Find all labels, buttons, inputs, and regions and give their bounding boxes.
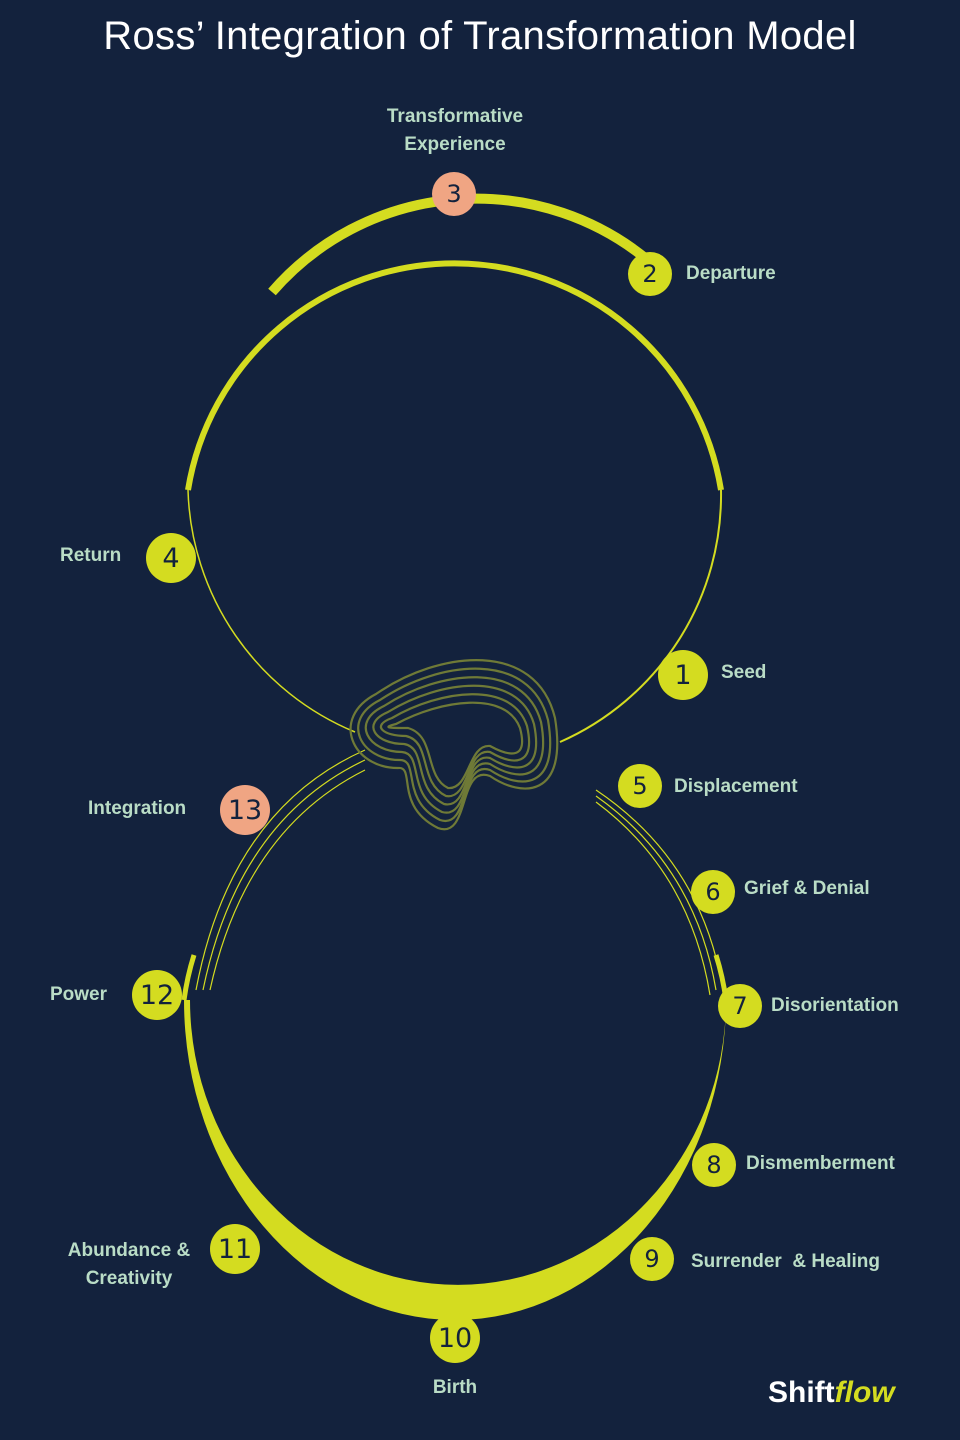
stage-10-badge: 10 (430, 1313, 480, 1363)
stage-4-badge: 4 (146, 533, 196, 583)
logo-shift: Shift (768, 1376, 835, 1409)
lower-loop-strand-5 (202, 759, 366, 991)
stage-2-badge: 2 (628, 252, 672, 296)
upper-loop-thin (187, 489, 356, 733)
lower-loop-strand-1 (595, 789, 723, 986)
stage-12-label: Power (50, 984, 108, 1005)
lower-loop-strand-4 (195, 749, 366, 991)
stage-13-badge: 13 (220, 785, 270, 835)
stage-5-label: Displacement (674, 776, 798, 797)
stage-11-badge: 11 (210, 1224, 260, 1274)
stage-12-badge: 12 (132, 970, 182, 1020)
stage-6-badge: 6 (691, 870, 735, 914)
lower-loop-strand-3 (595, 801, 711, 996)
stage-5-badge: 5 (618, 764, 662, 808)
logo-flow: flow (834, 1376, 895, 1409)
stage-11-label: Abundance & Creativity (67, 1240, 191, 1289)
upper-loop-thick (185, 260, 724, 491)
shiftflow-logo: Shiftflow (768, 1376, 895, 1410)
stage-8-label: Dismemberment (746, 1153, 895, 1174)
lower-loop-strand-6 (209, 769, 366, 991)
stage-3-label: Transformative Experience (386, 106, 524, 155)
stage-8-badge: 8 (692, 1143, 736, 1187)
stage-2-label: Departure (686, 263, 776, 284)
center-knot (349, 659, 559, 831)
stage-4-label: Return (60, 545, 122, 566)
lower-loop-strand-2 (595, 795, 717, 991)
stage-1-badge: 1 (658, 650, 708, 700)
stage-13-label: Integration (88, 798, 187, 819)
stage-6-label: Grief & Denial (744, 878, 870, 899)
stage-3-badge: 3 (432, 172, 476, 216)
stage-10-label: Birth (432, 1377, 478, 1398)
upper-loop-right (559, 489, 723, 743)
stage-7-label: Disorientation (771, 995, 899, 1016)
stage-7-badge: 7 (718, 984, 762, 1028)
stage-9-label: Surrender & Healing (691, 1251, 880, 1272)
stage-1-label: Seed (721, 662, 767, 683)
lower-loop-left-edge (181, 954, 197, 1001)
diagram-title: Ross’ Integration of Transformation Mode… (103, 14, 857, 58)
stage-9-badge: 9 (630, 1237, 674, 1281)
